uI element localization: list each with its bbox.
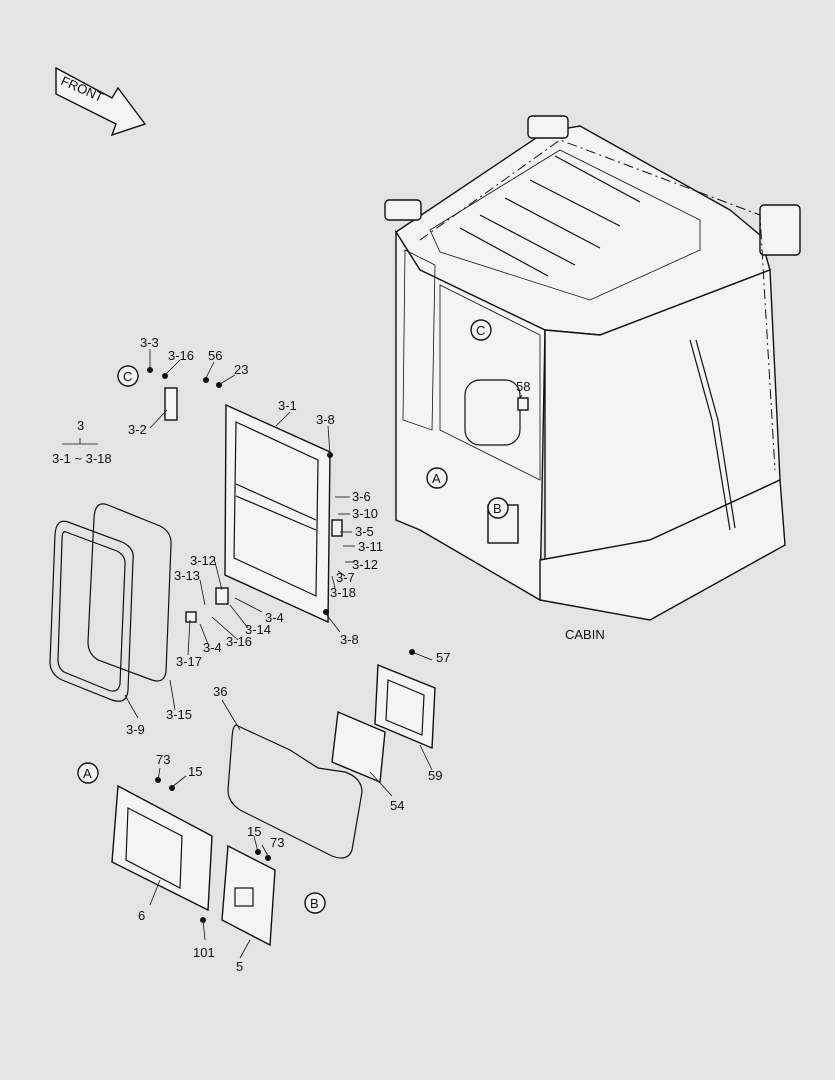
part-label: 3-18 [330, 585, 356, 600]
callout-a-cabin: A [426, 467, 448, 489]
part-label: 3-16 [168, 348, 194, 363]
part-label: 3-13 [174, 568, 200, 583]
roof-hook-left [384, 199, 422, 221]
filter-54 [331, 710, 386, 784]
callout-letter: B [310, 896, 319, 911]
part-label: 3-12 [352, 557, 378, 572]
callout-c-cabin: C [470, 319, 492, 341]
callout-c-top: C [117, 365, 139, 387]
part-label: 3-12 [190, 553, 216, 568]
part-label: 3-8 [316, 412, 335, 427]
part-label: 36 [213, 684, 227, 699]
part-label: 3-1 [278, 398, 297, 413]
part-label: 3-8 [340, 632, 359, 647]
part-label: 3-4 [203, 640, 222, 655]
roof-hook-right [759, 204, 801, 256]
plate-5-switch-hole [234, 887, 254, 907]
part-label: 101 [193, 945, 215, 960]
part-label: 73 [156, 752, 170, 767]
plate-5 [221, 844, 276, 947]
part-label: 6 [138, 908, 145, 923]
part-label: 3-14 [245, 622, 271, 637]
roof-hook-rear [527, 115, 569, 139]
callout-letter: A [432, 471, 441, 486]
callout-letter: C [123, 369, 132, 384]
fastener-dots [147, 367, 415, 923]
part-label: 15 [247, 824, 261, 839]
part-58-marker [517, 397, 529, 411]
part-label: 3-5 [355, 524, 374, 539]
part-label: 59 [428, 768, 442, 783]
leader-lines [62, 349, 523, 959]
callout-letter: B [493, 501, 502, 516]
callout-letter: A [83, 766, 92, 781]
part-label: 56 [208, 348, 222, 363]
part-label: 57 [436, 650, 450, 665]
striker-3-17 [185, 611, 197, 623]
part-label: 3-4 [265, 610, 284, 625]
part-label: 3-17 [176, 654, 202, 669]
part-label: 73 [270, 835, 284, 850]
part-label: 3-3 [140, 335, 159, 350]
seal-3-15 [87, 503, 172, 682]
part-label: 3-9 [126, 722, 145, 737]
part-labels: 3-3 3-16 56 23 3-2 3-1 3-8 3-6 3-10 3-5 … [126, 335, 530, 974]
group-range-label: 3-1 ~ 3-18 [52, 451, 112, 466]
seal-36 [227, 724, 363, 859]
part-label: 23 [234, 362, 248, 377]
part-label: 5 [236, 959, 243, 974]
part-label: 54 [390, 798, 404, 813]
latch-3-12 [215, 587, 229, 605]
cabin-label: CABIN [565, 627, 605, 642]
callout-a-panel: A [77, 762, 99, 784]
part-label: 3-15 [166, 707, 192, 722]
part-label: 3-11 [358, 539, 383, 554]
cabin-assembly: CABIN [384, 115, 801, 642]
part-label: 3-2 [128, 422, 147, 437]
part-label: 15 [188, 764, 202, 779]
seal-3-9 [49, 520, 134, 702]
callout-b-panel: B [304, 892, 326, 914]
part-label: 3-6 [352, 489, 371, 504]
panel-6 [111, 784, 213, 912]
part-label: 58 [516, 379, 530, 394]
door-3-1 [224, 403, 331, 624]
callout-b-cabin: B [487, 497, 509, 519]
lock-3-5 [331, 519, 343, 537]
part-label: 3-10 [352, 506, 378, 521]
hinge-bracket-3-2 [164, 387, 178, 421]
callout-letter: C [476, 323, 485, 338]
front-arrow: FRONT [55, 66, 147, 137]
part-label: 3-16 [226, 634, 252, 649]
roof-slats [459, 155, 641, 277]
part-label: 3-7 [336, 570, 355, 585]
cover-59 [374, 663, 436, 750]
group-parent-label: 3 [77, 418, 84, 433]
